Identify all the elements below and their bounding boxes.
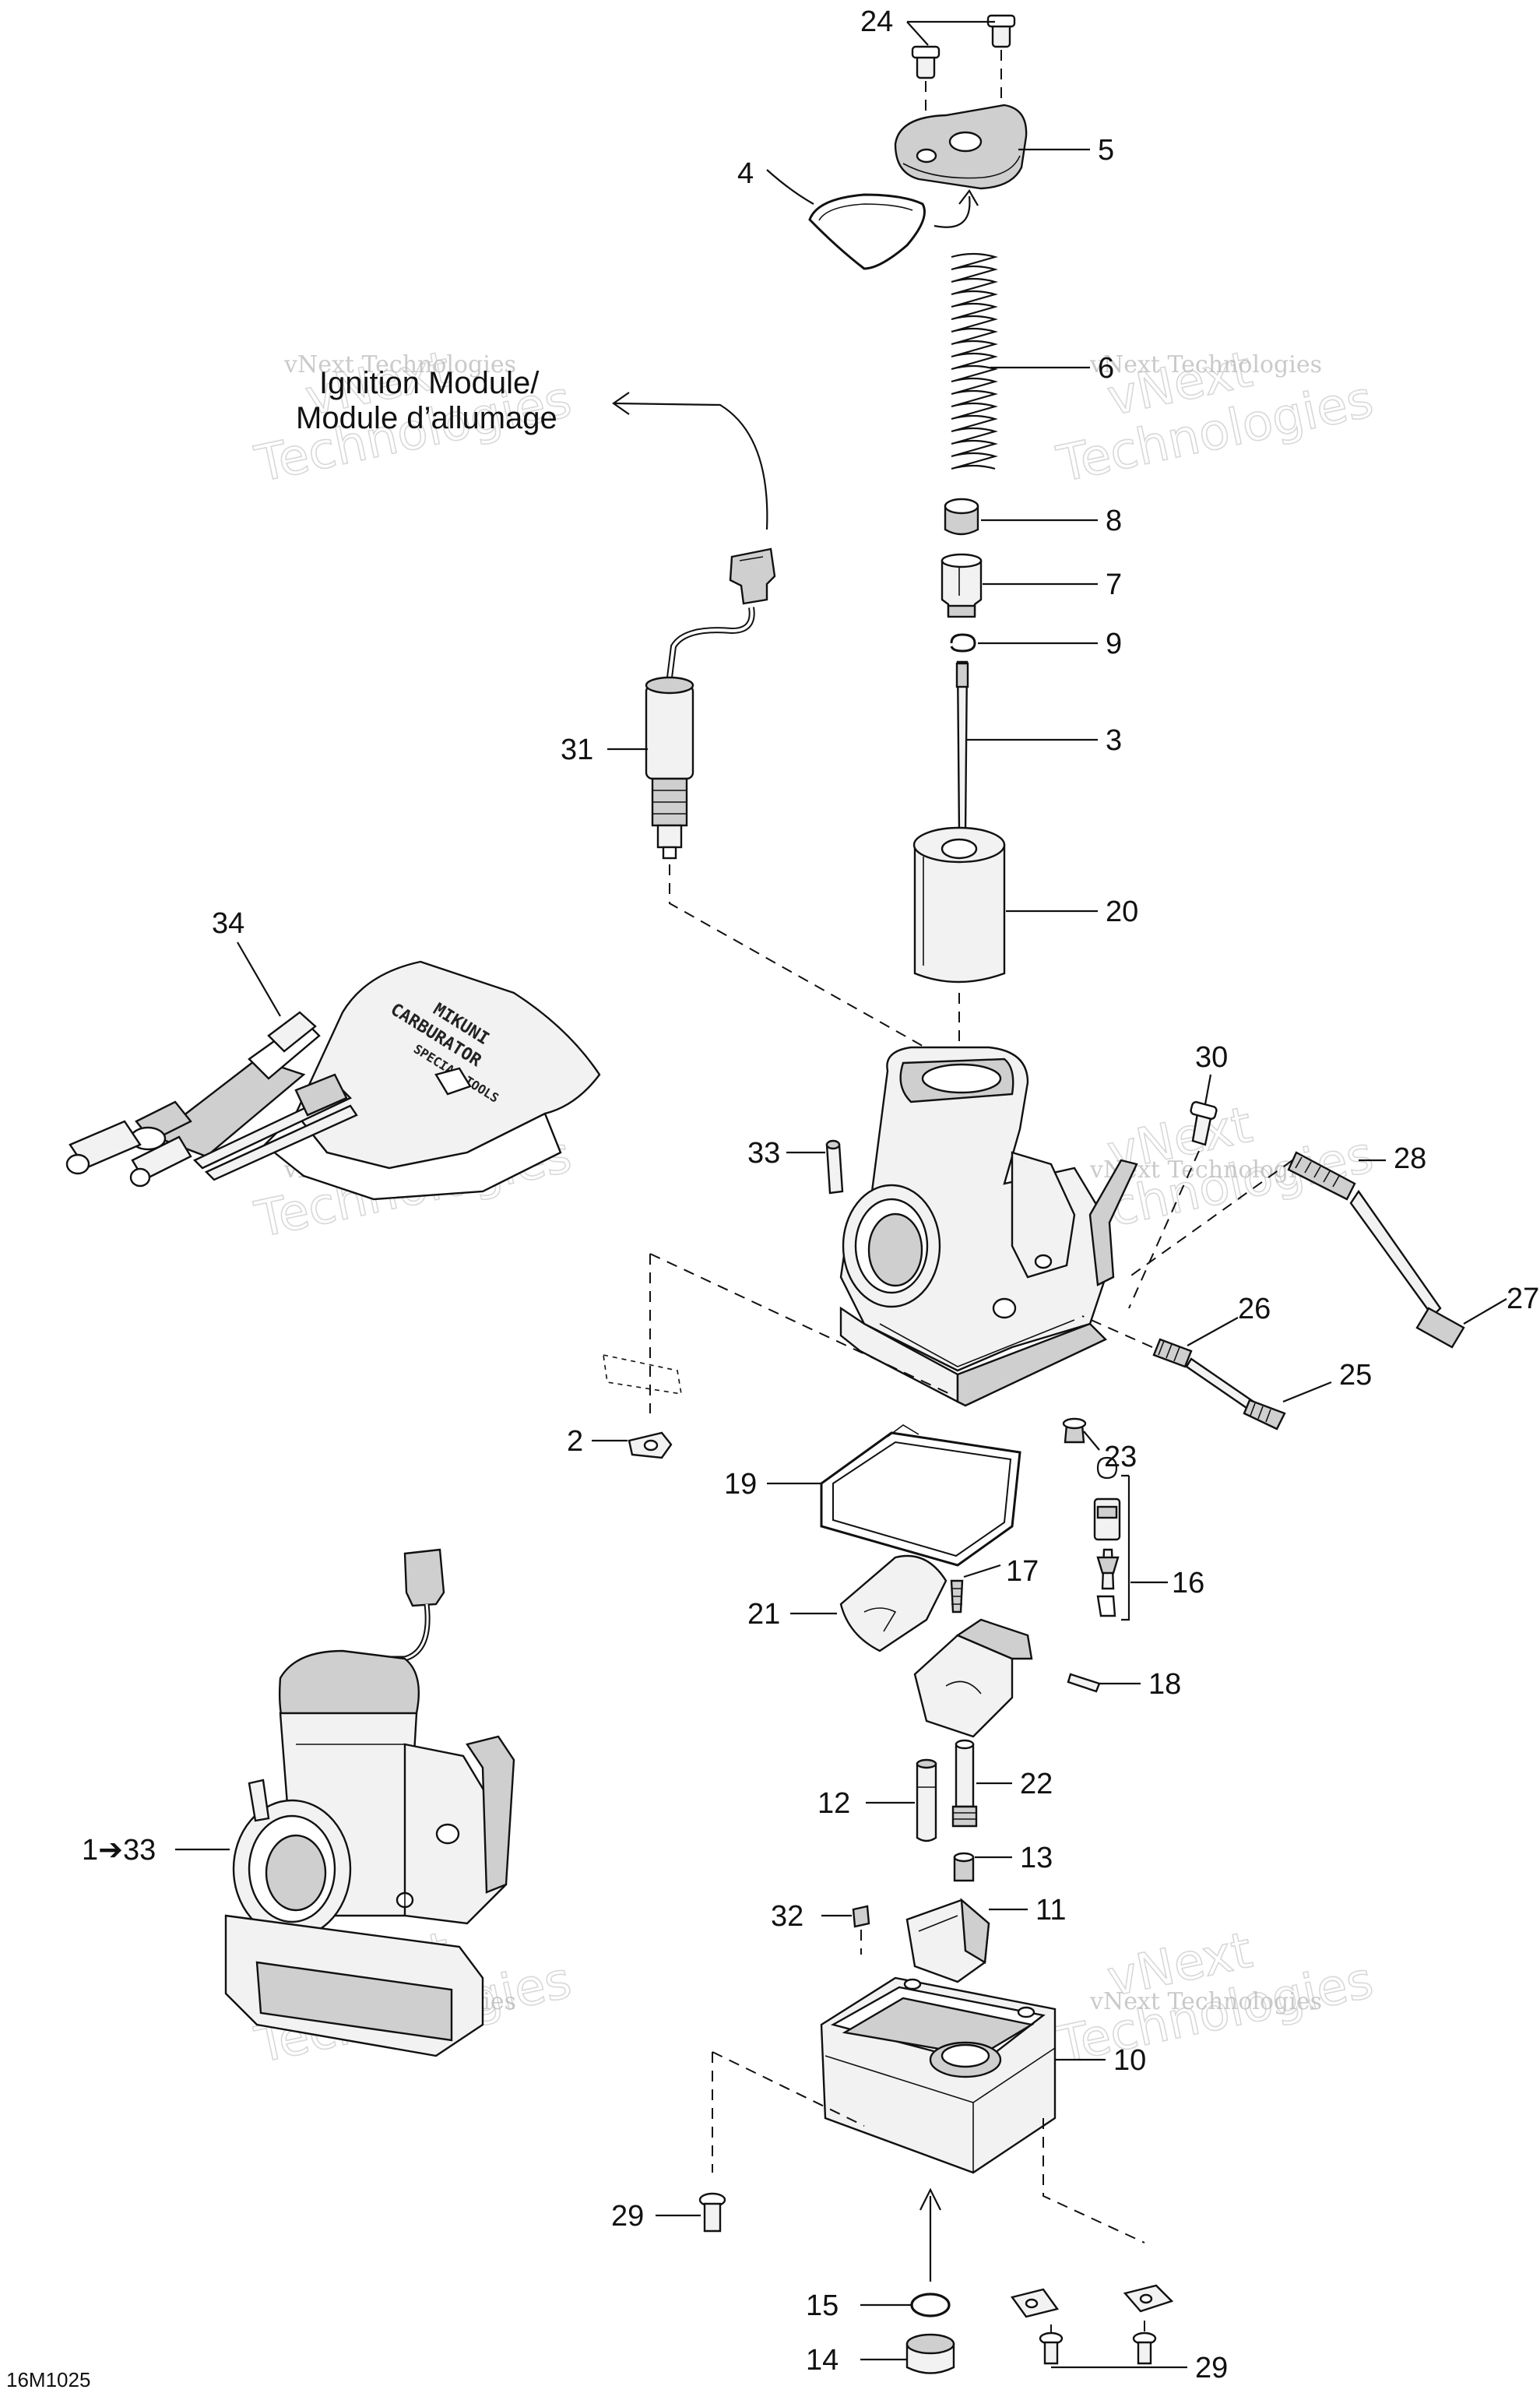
part-28-27-idle-screw	[1128, 1151, 1465, 1349]
part-13-main-jet	[953, 1852, 975, 1882]
part-23-screw	[1062, 1417, 1087, 1444]
callout-8: 8	[1106, 505, 1122, 537]
ignition-module-label-line2: Module d’allumage	[296, 401, 557, 435]
callout-25: 25	[1339, 1359, 1372, 1392]
part-3-jet-needle	[955, 660, 969, 835]
callout-24: 24	[860, 5, 893, 38]
part-29-screw-left	[698, 2192, 726, 2233]
part-9-e-clip	[950, 633, 976, 653]
drawing-code: 16M1025	[6, 2368, 90, 2391]
part-6-spring	[951, 252, 999, 470]
watermark-small-6: vNext Technologies	[1089, 1988, 1322, 2015]
callout-3: 3	[1106, 724, 1122, 757]
gasket-ghost	[603, 1353, 682, 1395]
part-21-float	[839, 1554, 1033, 1738]
callout-16: 16	[1172, 1567, 1204, 1599]
part-22-pilot-jet	[951, 1739, 978, 1828]
part-26-25-mixture-screw	[1081, 1315, 1286, 1431]
assembly-view	[224, 1548, 515, 2057]
part-24-screws	[911, 14, 1016, 136]
part-16-needle-valve-set	[1093, 1456, 1130, 1621]
part-7-needle-clip-holder	[941, 553, 983, 618]
part-5-top-cap	[894, 104, 1028, 190]
callout-20: 20	[1106, 896, 1138, 928]
bowl-screw-line-left	[712, 2051, 865, 2173]
callout-30: 30	[1195, 1041, 1228, 1074]
part-34-mikuni-tool-kit: MIKUNI CARBURATOR SPECIAL TOOLS	[65, 960, 601, 1201]
drain-arrow	[919, 2187, 941, 2282]
callout-27: 27	[1507, 1283, 1539, 1315]
ignition-module-label-line1: Ignition Module/	[319, 366, 540, 400]
part-33-fitting	[825, 1139, 844, 1195]
callout-34: 34	[212, 907, 244, 940]
part-20-throttle-valve	[912, 826, 1006, 984]
callout-2: 2	[567, 1425, 583, 1458]
callout-7: 7	[1106, 568, 1122, 601]
ignition-module-pointer	[612, 392, 768, 530]
callout-6: 6	[1098, 352, 1114, 385]
callout-29-left: 29	[611, 2200, 644, 2233]
callout-23: 23	[1104, 1441, 1137, 1473]
callout-13: 13	[1020, 1842, 1053, 1874]
part-19-gasket	[820, 1424, 1021, 1567]
part-15-oring	[910, 2293, 951, 2317]
callout-15: 15	[806, 2289, 839, 2322]
callout-labels: 24 5 4 6 8 7 9 3 31 20 34 30 33 28 27 26…	[82, 5, 1539, 2384]
part-8-spring-seat	[944, 498, 979, 536]
callout-21: 21	[747, 1598, 780, 1631]
callout-11: 11	[1035, 1894, 1066, 1927]
part-2-plate	[628, 1431, 673, 1459]
callout-18: 18	[1148, 1668, 1181, 1701]
watermark-small-1: vNext Technologies	[283, 351, 516, 378]
callout-5: 5	[1098, 134, 1114, 167]
leader-lines	[175, 20, 1507, 2369]
arrow-spring-to-cap	[933, 189, 979, 228]
callout-assembly: 1➔33	[82, 1834, 156, 1867]
body-to-plate-line	[649, 1253, 951, 1413]
carburetor-body	[839, 1046, 1138, 1407]
part-14-drain-plug	[905, 2333, 955, 2374]
callout-10: 10	[1113, 2044, 1146, 2077]
callout-4: 4	[737, 157, 754, 190]
callout-29-right: 29	[1195, 2352, 1228, 2384]
callout-33: 33	[747, 1137, 780, 1170]
callout-9: 9	[1106, 628, 1122, 660]
callout-14: 14	[806, 2344, 839, 2377]
part-29-brackets	[1010, 2284, 1174, 2365]
watermark-small-2: vNext Technologies	[1089, 351, 1322, 378]
callout-31: 31	[561, 734, 593, 766]
callout-19: 19	[724, 1468, 757, 1501]
part-32-plug	[852, 1905, 870, 1955]
part-12-needle-jet	[916, 1758, 937, 1842]
part-31-tps-sensor	[645, 547, 776, 860]
sensor-to-body-line	[669, 864, 947, 1060]
callout-22: 22	[1020, 1768, 1053, 1800]
part-11-baffle	[905, 1898, 990, 1983]
part-10-float-bowl	[820, 1976, 1057, 2174]
part-17-float-screw	[950, 1579, 964, 1614]
bowl-screw-line-right	[1042, 2118, 1145, 2243]
part-18-pin	[1067, 1673, 1101, 1693]
callout-26: 26	[1238, 1293, 1271, 1325]
part-4-oring	[808, 193, 926, 270]
callout-28: 28	[1394, 1142, 1426, 1175]
callout-17: 17	[1006, 1555, 1039, 1588]
callout-12: 12	[817, 1787, 850, 1820]
callout-32: 32	[771, 1900, 803, 1933]
part-30-screw	[1128, 1101, 1218, 1309]
